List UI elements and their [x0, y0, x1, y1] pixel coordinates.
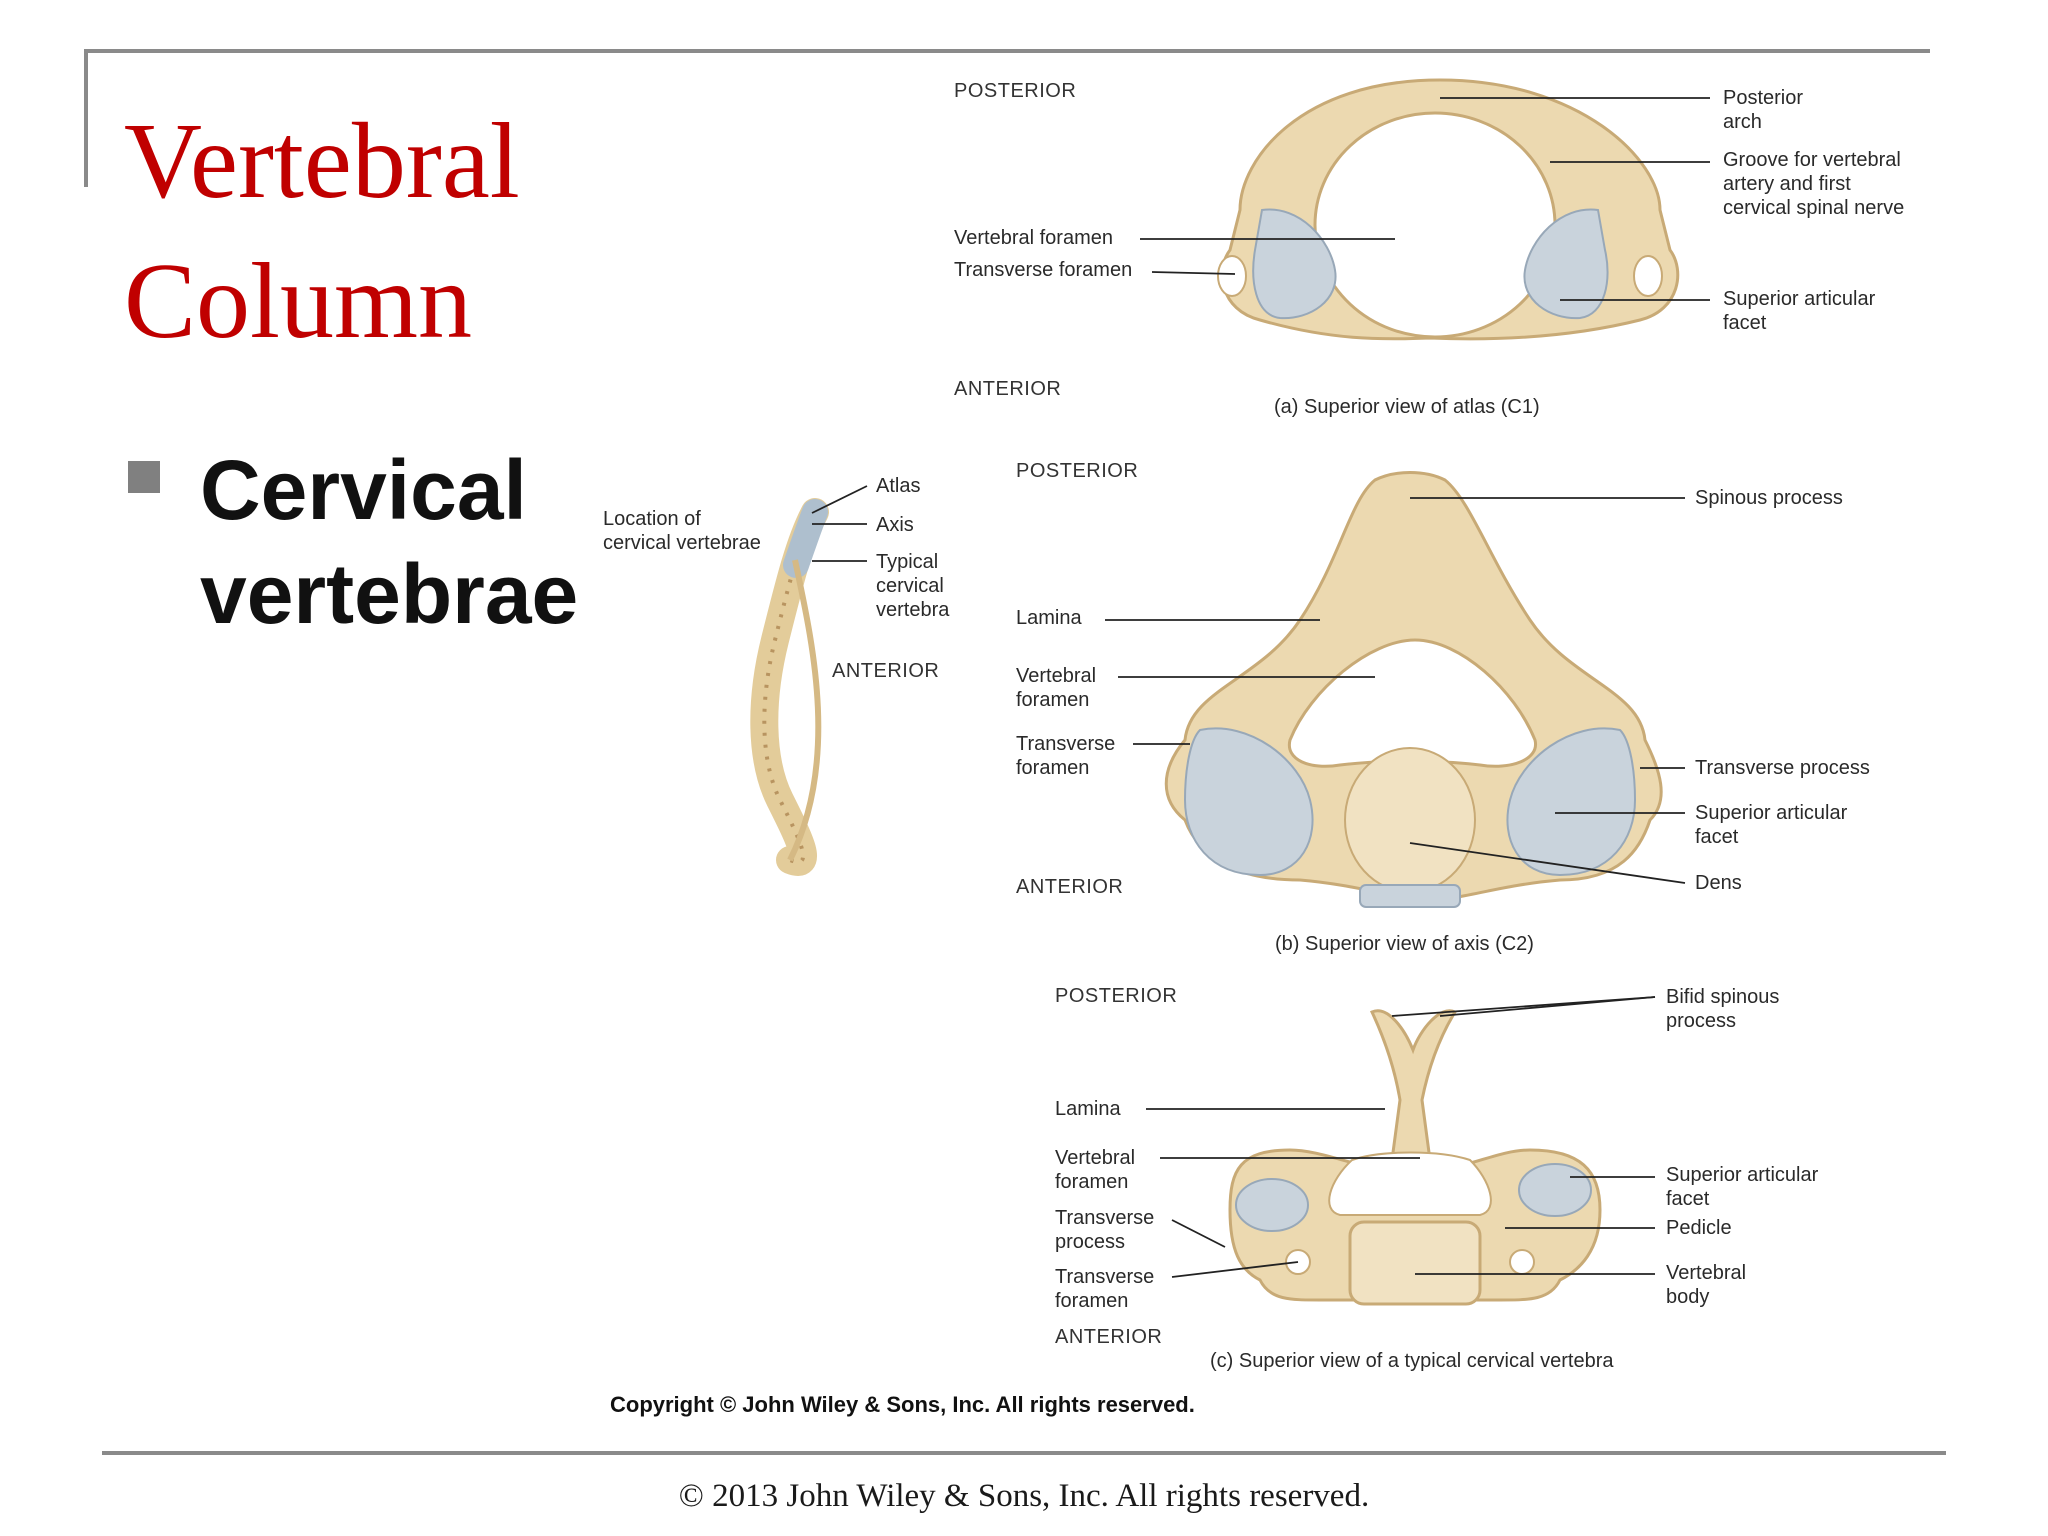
atlas-label-groove: Groove for vertebral artery and first ce…: [1723, 149, 1905, 219]
spine-label-typical: Typical cervical vertebra: [876, 551, 950, 621]
axis-drawing: [1164, 471, 1663, 908]
slide-bottom-rule: [102, 1451, 1946, 1455]
typical-anterior-label: ANTERIOR: [1055, 1326, 1163, 1348]
axis-posterior-label: POSTERIOR: [1016, 460, 1139, 482]
axis-label-superior-articular-facet: Superior articular facet: [1695, 802, 1848, 848]
typical-label-vertebral-body: Vertebral body: [1666, 1262, 1747, 1308]
typical-posterior-label: POSTERIOR: [1055, 985, 1178, 1007]
slide-left-rule: [84, 49, 88, 187]
typical-label-transverse-process: Transverse process: [1055, 1207, 1155, 1253]
slide-top-rule: [84, 49, 1930, 53]
leader-lines: [811, 97, 1710, 1278]
bullet-text: Cervical vertebrae: [200, 443, 579, 641]
atlas-posterior-label: POSTERIOR: [954, 80, 1077, 102]
typical-label-transverse-foramen: Transverse foramen: [1055, 1266, 1155, 1312]
axis-label-dens: Dens: [1695, 872, 1742, 894]
atlas-label-posterior-arch: Posterior arch: [1723, 87, 1804, 133]
spine-location-label: Location of cervical vertebrae: [603, 508, 761, 554]
atlas-caption: (a) Superior view of atlas (C1): [1274, 396, 1540, 418]
bullet-square-icon: [128, 461, 160, 493]
atlas-label-transverse-foramen: Transverse foramen: [954, 259, 1133, 281]
axis-label-vertebral-foramen: Vertebral foramen: [1016, 665, 1097, 711]
spine-anterior-label: ANTERIOR: [832, 660, 940, 682]
axis-caption: (b) Superior view of axis (C2): [1275, 933, 1534, 955]
slide-title: Vertebral Column: [124, 102, 520, 361]
figure-copyright: Copyright © John Wiley & Sons, Inc. All …: [610, 1392, 1195, 1417]
axis-label-lamina: Lamina: [1016, 607, 1082, 629]
spine-label-atlas: Atlas: [876, 475, 921, 497]
typical-label-lamina: Lamina: [1055, 1098, 1121, 1120]
atlas-drawing: [1217, 78, 1680, 341]
atlas-label-superior-articular-facet: Superior articular facet: [1723, 288, 1876, 334]
axis-anterior-label: ANTERIOR: [1016, 876, 1124, 898]
slide-footer: © 2013 John Wiley & Sons, Inc. All right…: [678, 1478, 1370, 1514]
spine-illustration: [750, 498, 829, 876]
typical-label-superior-articular-facet: Superior articular facet: [1666, 1164, 1819, 1210]
typical-label-pedicle: Pedicle: [1666, 1217, 1732, 1239]
typical-caption: (c) Superior view of a typical cervical …: [1210, 1350, 1614, 1372]
spine-label-axis: Axis: [876, 514, 914, 536]
axis-label-transverse-foramen: Transverse foramen: [1016, 733, 1116, 779]
typical-label-vertebral-foramen: Vertebral foramen: [1055, 1147, 1136, 1193]
axis-label-spinous-process: Spinous process: [1695, 487, 1843, 509]
atlas-anterior-label: ANTERIOR: [954, 378, 1062, 400]
axis-label-transverse-process: Transverse process: [1695, 757, 1870, 779]
typical-label-bifid-spinous-process: Bifid spinous process: [1666, 986, 1780, 1032]
atlas-label-vertebral-foramen: Vertebral foramen: [954, 227, 1113, 249]
